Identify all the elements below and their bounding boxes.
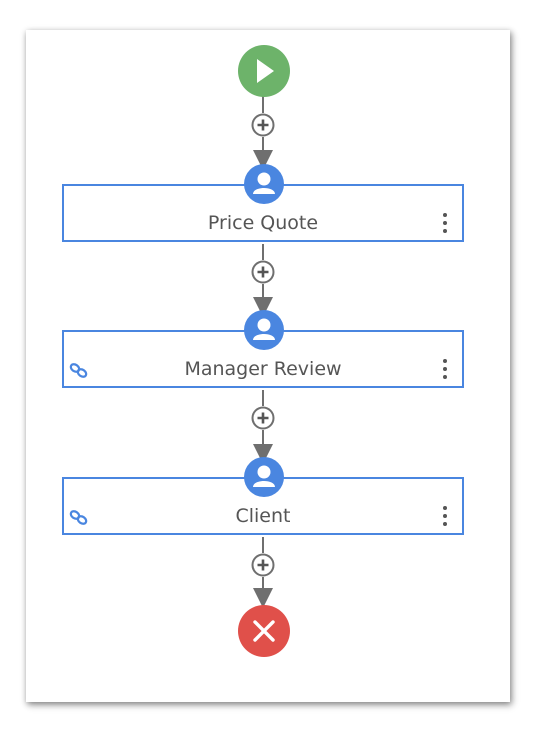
step-label: Price Quote [207,212,319,234]
add-step-button[interactable] [251,113,275,137]
plus-icon [257,559,269,571]
more-options-icon[interactable] [440,506,450,530]
link-icon[interactable] [68,509,90,525]
start-node[interactable] [237,44,291,98]
plus-icon [257,119,269,131]
user-avatar-icon [244,310,284,350]
more-options-icon[interactable] [440,359,450,383]
user-avatar-icon [244,457,284,497]
more-options-icon[interactable] [440,213,450,237]
add-step-button[interactable] [251,406,275,430]
link-icon[interactable] [68,362,90,378]
add-step-button[interactable] [251,260,275,284]
workflow-step[interactable]: Client [62,457,464,535]
close-x-icon [253,620,275,642]
step-label: Client [235,505,291,527]
workflow-step[interactable]: Price Quote [62,164,464,242]
add-step-button[interactable] [251,553,275,577]
user-avatar-icon [244,164,284,204]
workflow-step[interactable]: Manager Review [62,310,464,388]
end-node[interactable] [237,604,291,658]
plus-icon [257,266,269,278]
step-label: Manager Review [184,358,342,380]
plus-icon [257,412,269,424]
play-icon [257,59,274,83]
